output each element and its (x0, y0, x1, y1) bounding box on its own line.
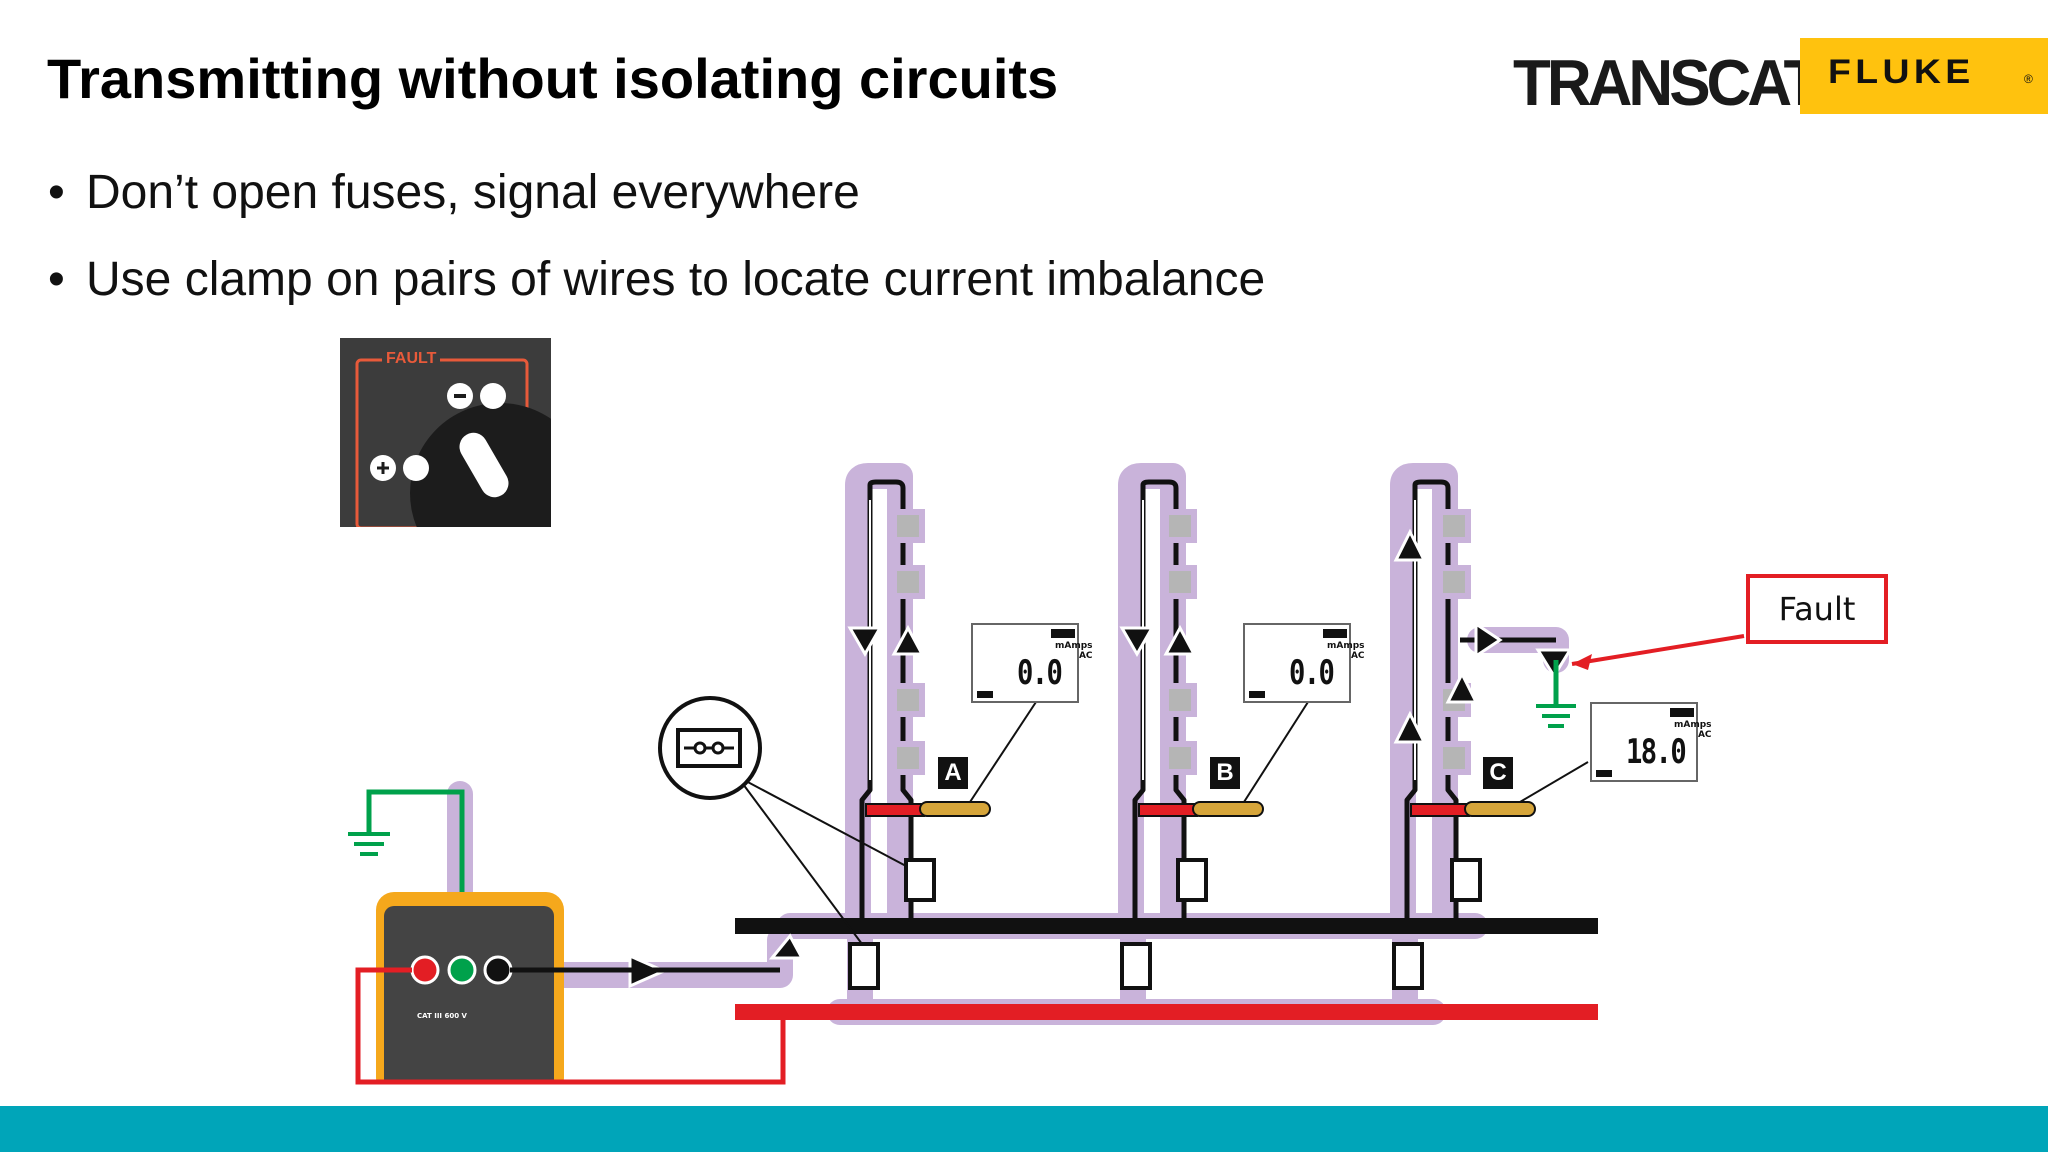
clamp-probes (865, 801, 1536, 817)
fault-pointer-arrowhead (1572, 654, 1592, 670)
fuses (848, 858, 1482, 990)
transcat-logo: TRANSCAT® (1513, 39, 1826, 121)
red-terminal (410, 955, 440, 985)
display-reading: 0.0 (1289, 653, 1335, 693)
circuit-label-c: C (1483, 757, 1513, 789)
ground-wire (366, 660, 1559, 970)
footer-bar (0, 1106, 2048, 1152)
bullet-glyph: • (48, 253, 65, 306)
display-reading: 18.0 (1626, 732, 1687, 772)
instrument-rating-label: CAT III 600 V (417, 1012, 467, 1020)
transmitter-instrument (376, 892, 564, 1106)
battery-icon (977, 691, 993, 698)
bullet-glyph: • (48, 166, 65, 219)
fault-mode-label: FAULT (382, 350, 441, 368)
display-reading: 0.0 (1017, 653, 1063, 693)
bus-bar-black (735, 918, 1598, 934)
bullet-list: • Don’t open fuses, signal everywhere • … (48, 160, 1265, 334)
fault-mode-inset: FAULT (340, 338, 551, 527)
fluke-wordmark: FLUKE (1828, 53, 1975, 91)
black-terminal (483, 955, 513, 985)
bullet-text: Don’t open fuses, signal everywhere (86, 166, 860, 219)
display-indicator-icon (1323, 629, 1347, 638)
ground-symbol-left (348, 832, 390, 856)
ground-symbol-right (1536, 704, 1576, 728)
red-lead-wire (355, 967, 786, 1085)
fluke-logo (1800, 38, 2048, 114)
battery-icon (1249, 691, 1265, 698)
bus-bar-red (735, 1004, 1598, 1020)
display-indicator-icon (1051, 629, 1075, 638)
fluke-registered-mark: ® (2024, 72, 2033, 86)
battery-icon (1596, 770, 1612, 777)
current-arrows (628, 528, 1573, 989)
ground-terminal (447, 955, 477, 985)
transcat-wordmark: TRANSCAT (1513, 47, 1821, 120)
leader-lines (739, 634, 1745, 945)
slide-title: Transmitting without isolating circuits (47, 47, 1059, 110)
circuit-label-a: A (938, 757, 968, 789)
bullet-item: • Don’t open fuses, signal everywhere (48, 160, 1265, 247)
circuit-label-b: B (1210, 757, 1240, 789)
load-blocks (891, 509, 1471, 775)
circuit-wires (859, 479, 1556, 920)
bullet-text: Use clamp on pairs of wires to locate cu… (86, 253, 1266, 306)
display-indicator-icon (1670, 708, 1694, 717)
bullet-item: • Use clamp on pairs of wires to locate … (48, 247, 1265, 334)
dial-illustration (355, 358, 551, 527)
fault-callout: Fault (1746, 574, 1888, 644)
